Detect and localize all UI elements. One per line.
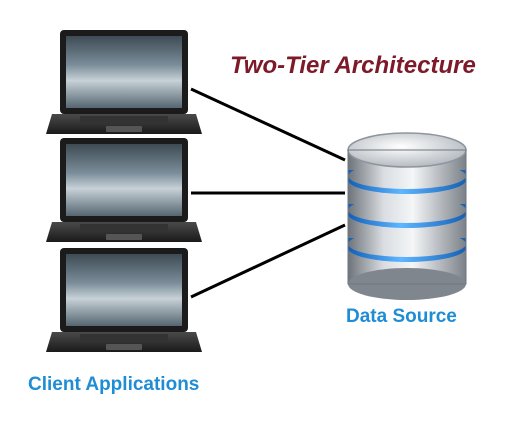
connector-lines — [190, 87, 346, 299]
laptop-icon — [46, 248, 202, 352]
laptop-icon — [46, 30, 202, 134]
database-icon — [347, 132, 467, 300]
laptop-icon — [46, 138, 202, 242]
data-source-label: Data Source — [346, 306, 457, 327]
diagram-title: Two-Tier Architecture — [230, 52, 476, 79]
connector-line-bottom — [190, 223, 346, 299]
client-applications-label: Client Applications — [28, 374, 200, 395]
connector-line-top — [190, 87, 346, 162]
